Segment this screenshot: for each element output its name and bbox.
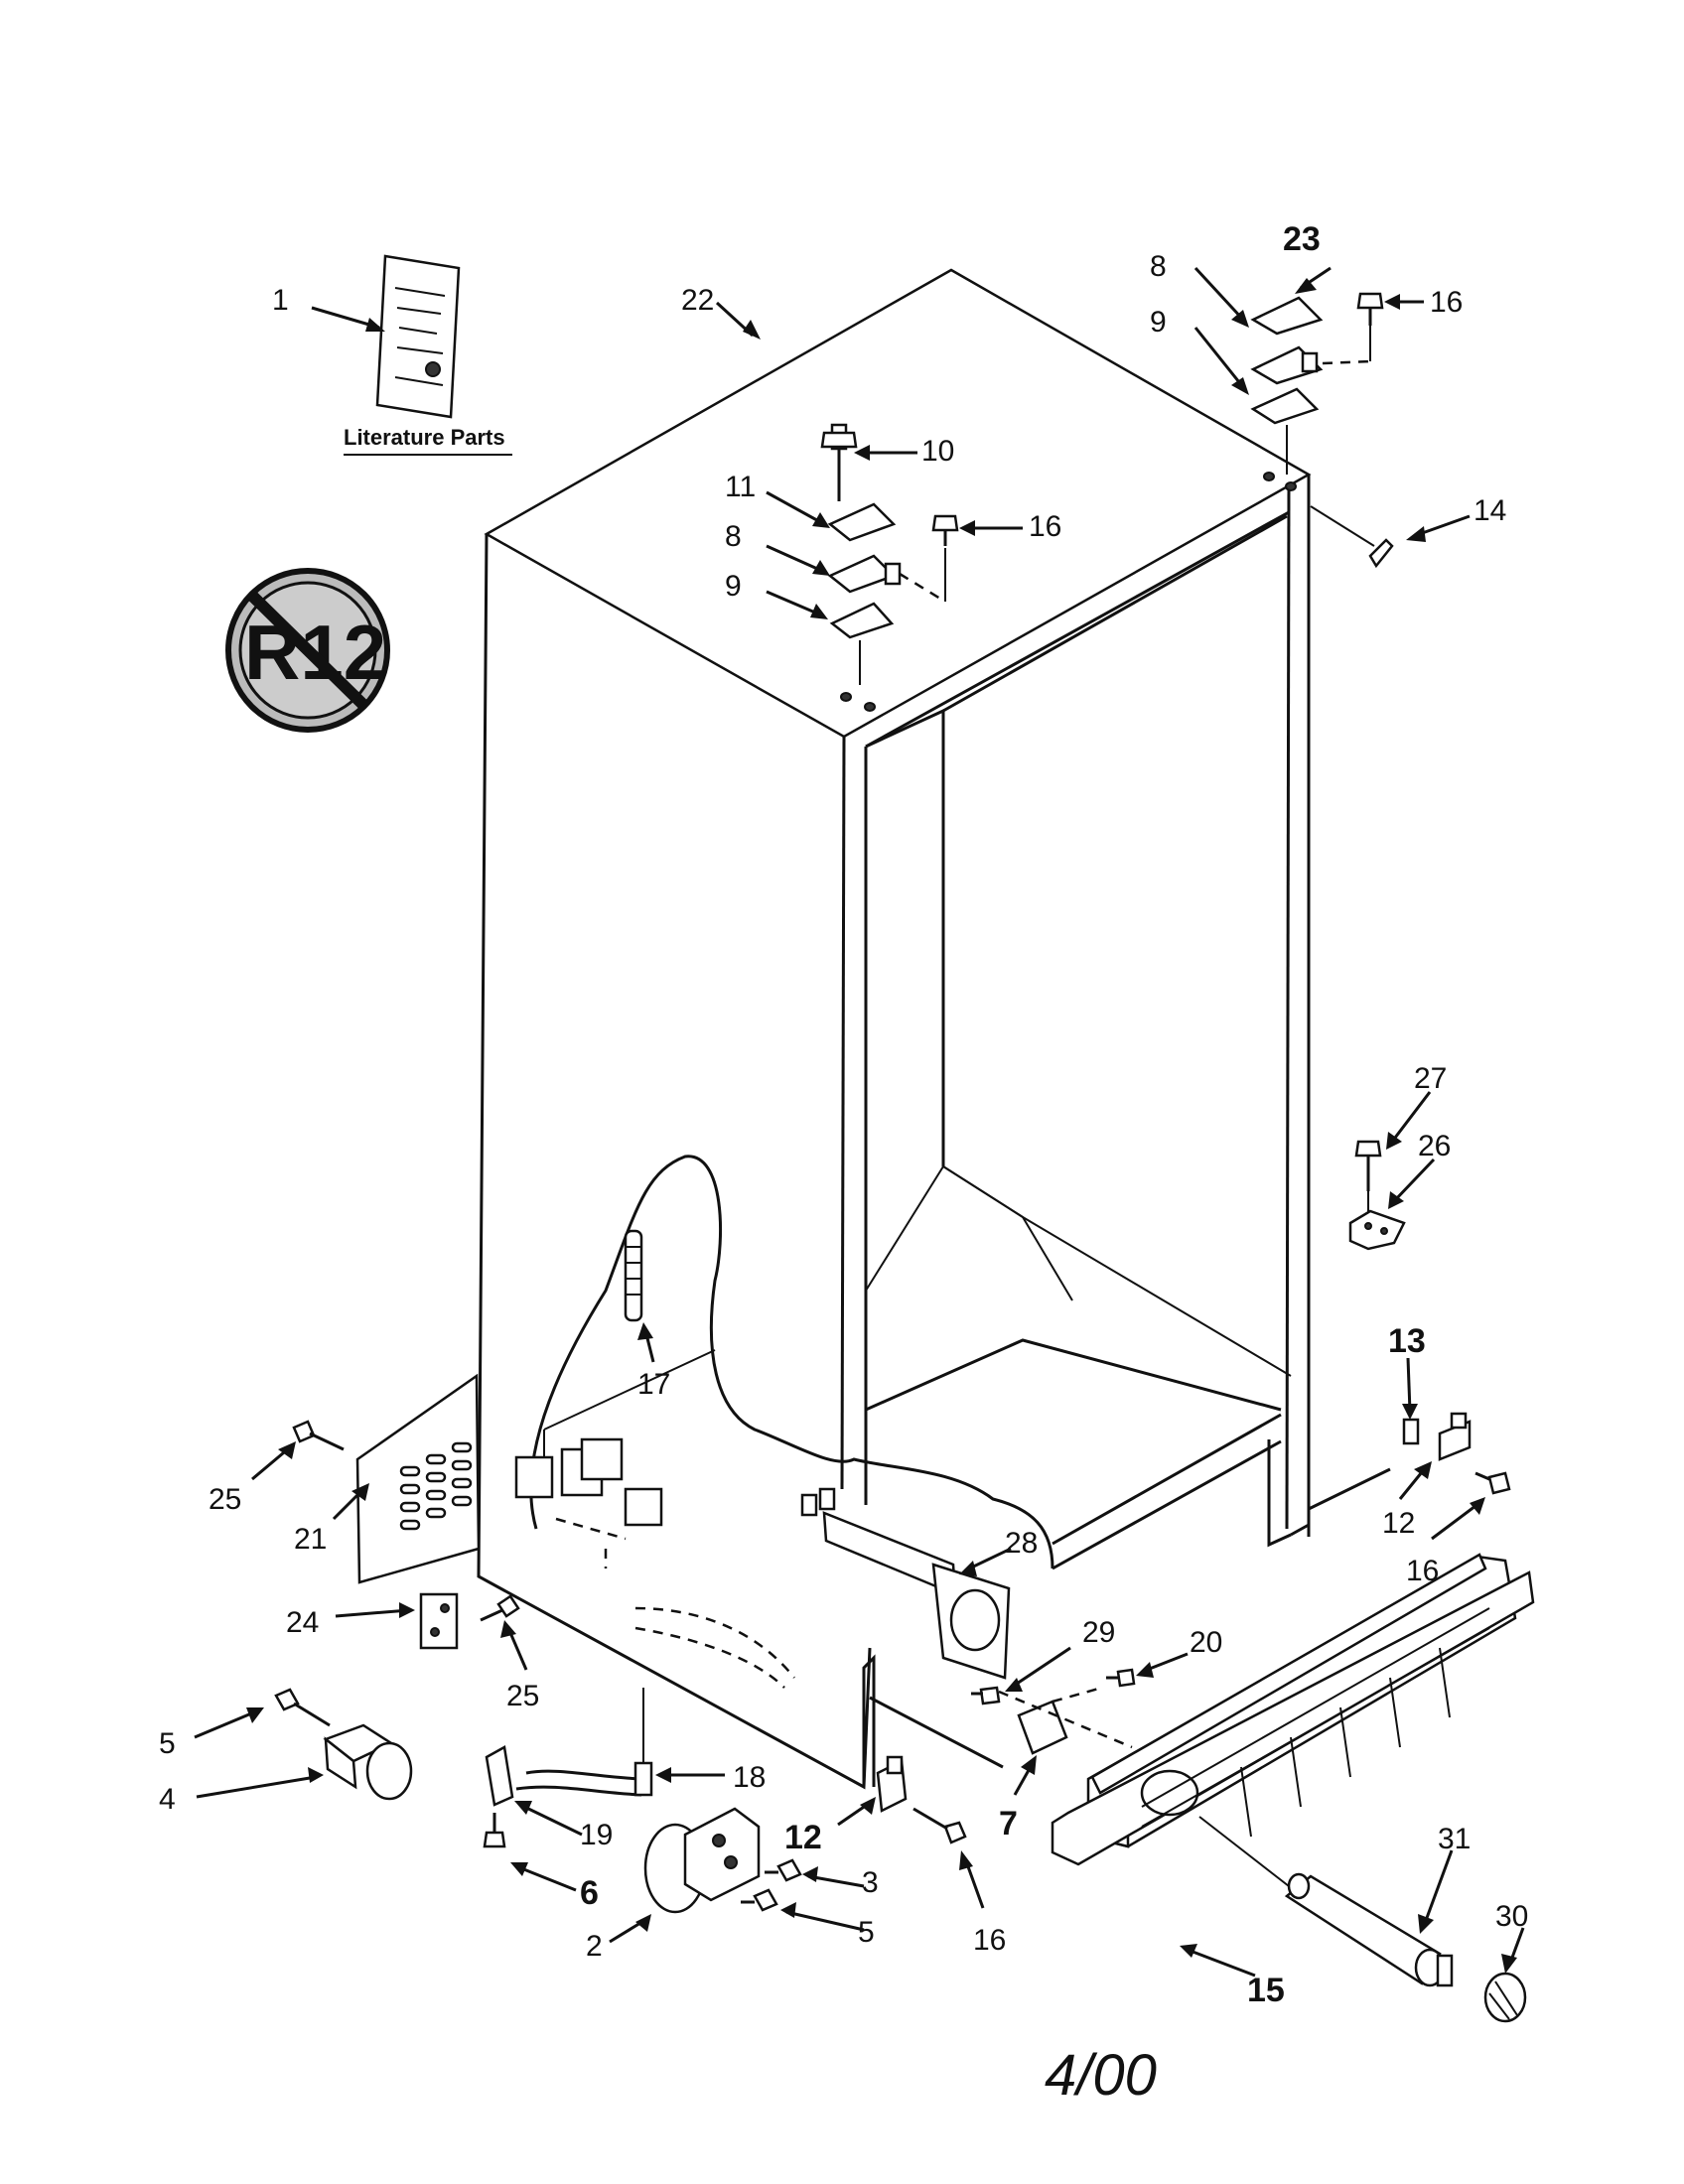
upper-hinge-assembly-right — [1250, 292, 1384, 475]
tube-17 — [624, 1229, 643, 1322]
screw-5-left — [274, 1688, 331, 1727]
screw-20 — [1106, 1668, 1136, 1688]
callout-18: 18 — [733, 1761, 766, 1794]
duct-28 — [800, 1487, 1011, 1680]
callout-16-top: 16 — [1430, 286, 1463, 319]
callout-5-left: 5 — [159, 1727, 176, 1760]
no-r12-symbol: R12 — [225, 568, 390, 733]
callout-29: 29 — [1082, 1616, 1115, 1649]
screw-3 — [765, 1858, 802, 1882]
callout-6: 6 — [580, 1874, 599, 1912]
screw-29 — [971, 1686, 1001, 1706]
screw-25-upper — [292, 1420, 345, 1451]
callout-2: 2 — [586, 1930, 603, 1963]
callout-4: 4 — [159, 1783, 176, 1816]
callout-16-lower: 16 — [973, 1924, 1006, 1957]
clamp-19 — [485, 1745, 514, 1807]
literature-booklet — [375, 254, 461, 419]
callout-21: 21 — [294, 1523, 327, 1556]
callout-8-center: 8 — [725, 520, 742, 553]
callout-3: 3 — [862, 1866, 879, 1899]
callout-15: 15 — [1247, 1972, 1285, 2009]
callout-9-right: 9 — [1150, 306, 1167, 339]
tube-18 — [515, 1688, 653, 1797]
callout-9-center: 9 — [725, 570, 742, 603]
literature-parts-label: Literature Parts — [344, 425, 505, 450]
callout-24: 24 — [286, 1606, 319, 1639]
callout-8-right: 8 — [1150, 250, 1167, 283]
callout-1: 1 — [272, 284, 289, 317]
callout-5-right: 5 — [858, 1916, 875, 1949]
filter-cap-30 — [1483, 1972, 1527, 2023]
upper-hinge-assembly-center — [820, 423, 959, 685]
callout-13: 13 — [1388, 1322, 1426, 1360]
bracket-7 — [998, 1686, 1133, 1755]
callout-26: 26 — [1418, 1130, 1451, 1162]
callout-12-right: 12 — [1382, 1507, 1415, 1540]
water-filter-31 — [1198, 1816, 1454, 1987]
callout-23: 23 — [1283, 220, 1321, 258]
hinge-2 — [643, 1807, 761, 1914]
screw-5-right — [741, 1888, 778, 1912]
water-valves — [514, 1437, 795, 1689]
callout-20: 20 — [1190, 1626, 1222, 1659]
screw-27-and-bracket-26 — [1348, 1140, 1406, 1251]
callout-28: 28 — [1005, 1527, 1038, 1560]
callout-17: 17 — [637, 1368, 670, 1401]
clip-14 — [1310, 505, 1394, 569]
revision-date: 4/00 — [1045, 2043, 1157, 2108]
screw-25-lower — [480, 1594, 520, 1622]
callout-7: 7 — [999, 1805, 1018, 1843]
caster-4 — [323, 1723, 413, 1801]
callout-25-lower: 25 — [506, 1680, 539, 1712]
hinge-hole-left-b — [864, 702, 876, 712]
hinge-hole-right-a — [1263, 472, 1275, 481]
screw-6 — [483, 1813, 506, 1848]
screw-16-lower — [912, 1807, 967, 1844]
bracket-24 — [419, 1592, 459, 1650]
callout-16-center: 16 — [1029, 510, 1061, 543]
callout-10: 10 — [921, 435, 954, 468]
callout-30: 30 — [1495, 1900, 1528, 1933]
refrigerator-cabinet — [477, 268, 1391, 1790]
callout-22: 22 — [681, 284, 714, 317]
callout-labels: 1 22 23 8 9 16 10 11 8 9 16 14 27 26 13 … — [159, 220, 1528, 2009]
bracket-12-lower — [876, 1755, 908, 1813]
callout-25-upper: 25 — [209, 1483, 241, 1516]
callout-12-lower: 12 — [784, 1819, 822, 1856]
rear-panel-21 — [355, 1373, 481, 1584]
callout-31: 31 — [1438, 1823, 1471, 1855]
hinge-hole-left-a — [840, 692, 852, 702]
hinge-hole-right-b — [1285, 481, 1297, 491]
callout-27: 27 — [1414, 1062, 1447, 1095]
toe-grille-15 — [1051, 1553, 1535, 1866]
callout-19: 19 — [580, 1819, 613, 1851]
callout-11: 11 — [725, 471, 756, 503]
bracket-13-12 — [1402, 1412, 1511, 1495]
callout-16-right: 16 — [1406, 1555, 1439, 1587]
callout-14: 14 — [1474, 494, 1506, 527]
